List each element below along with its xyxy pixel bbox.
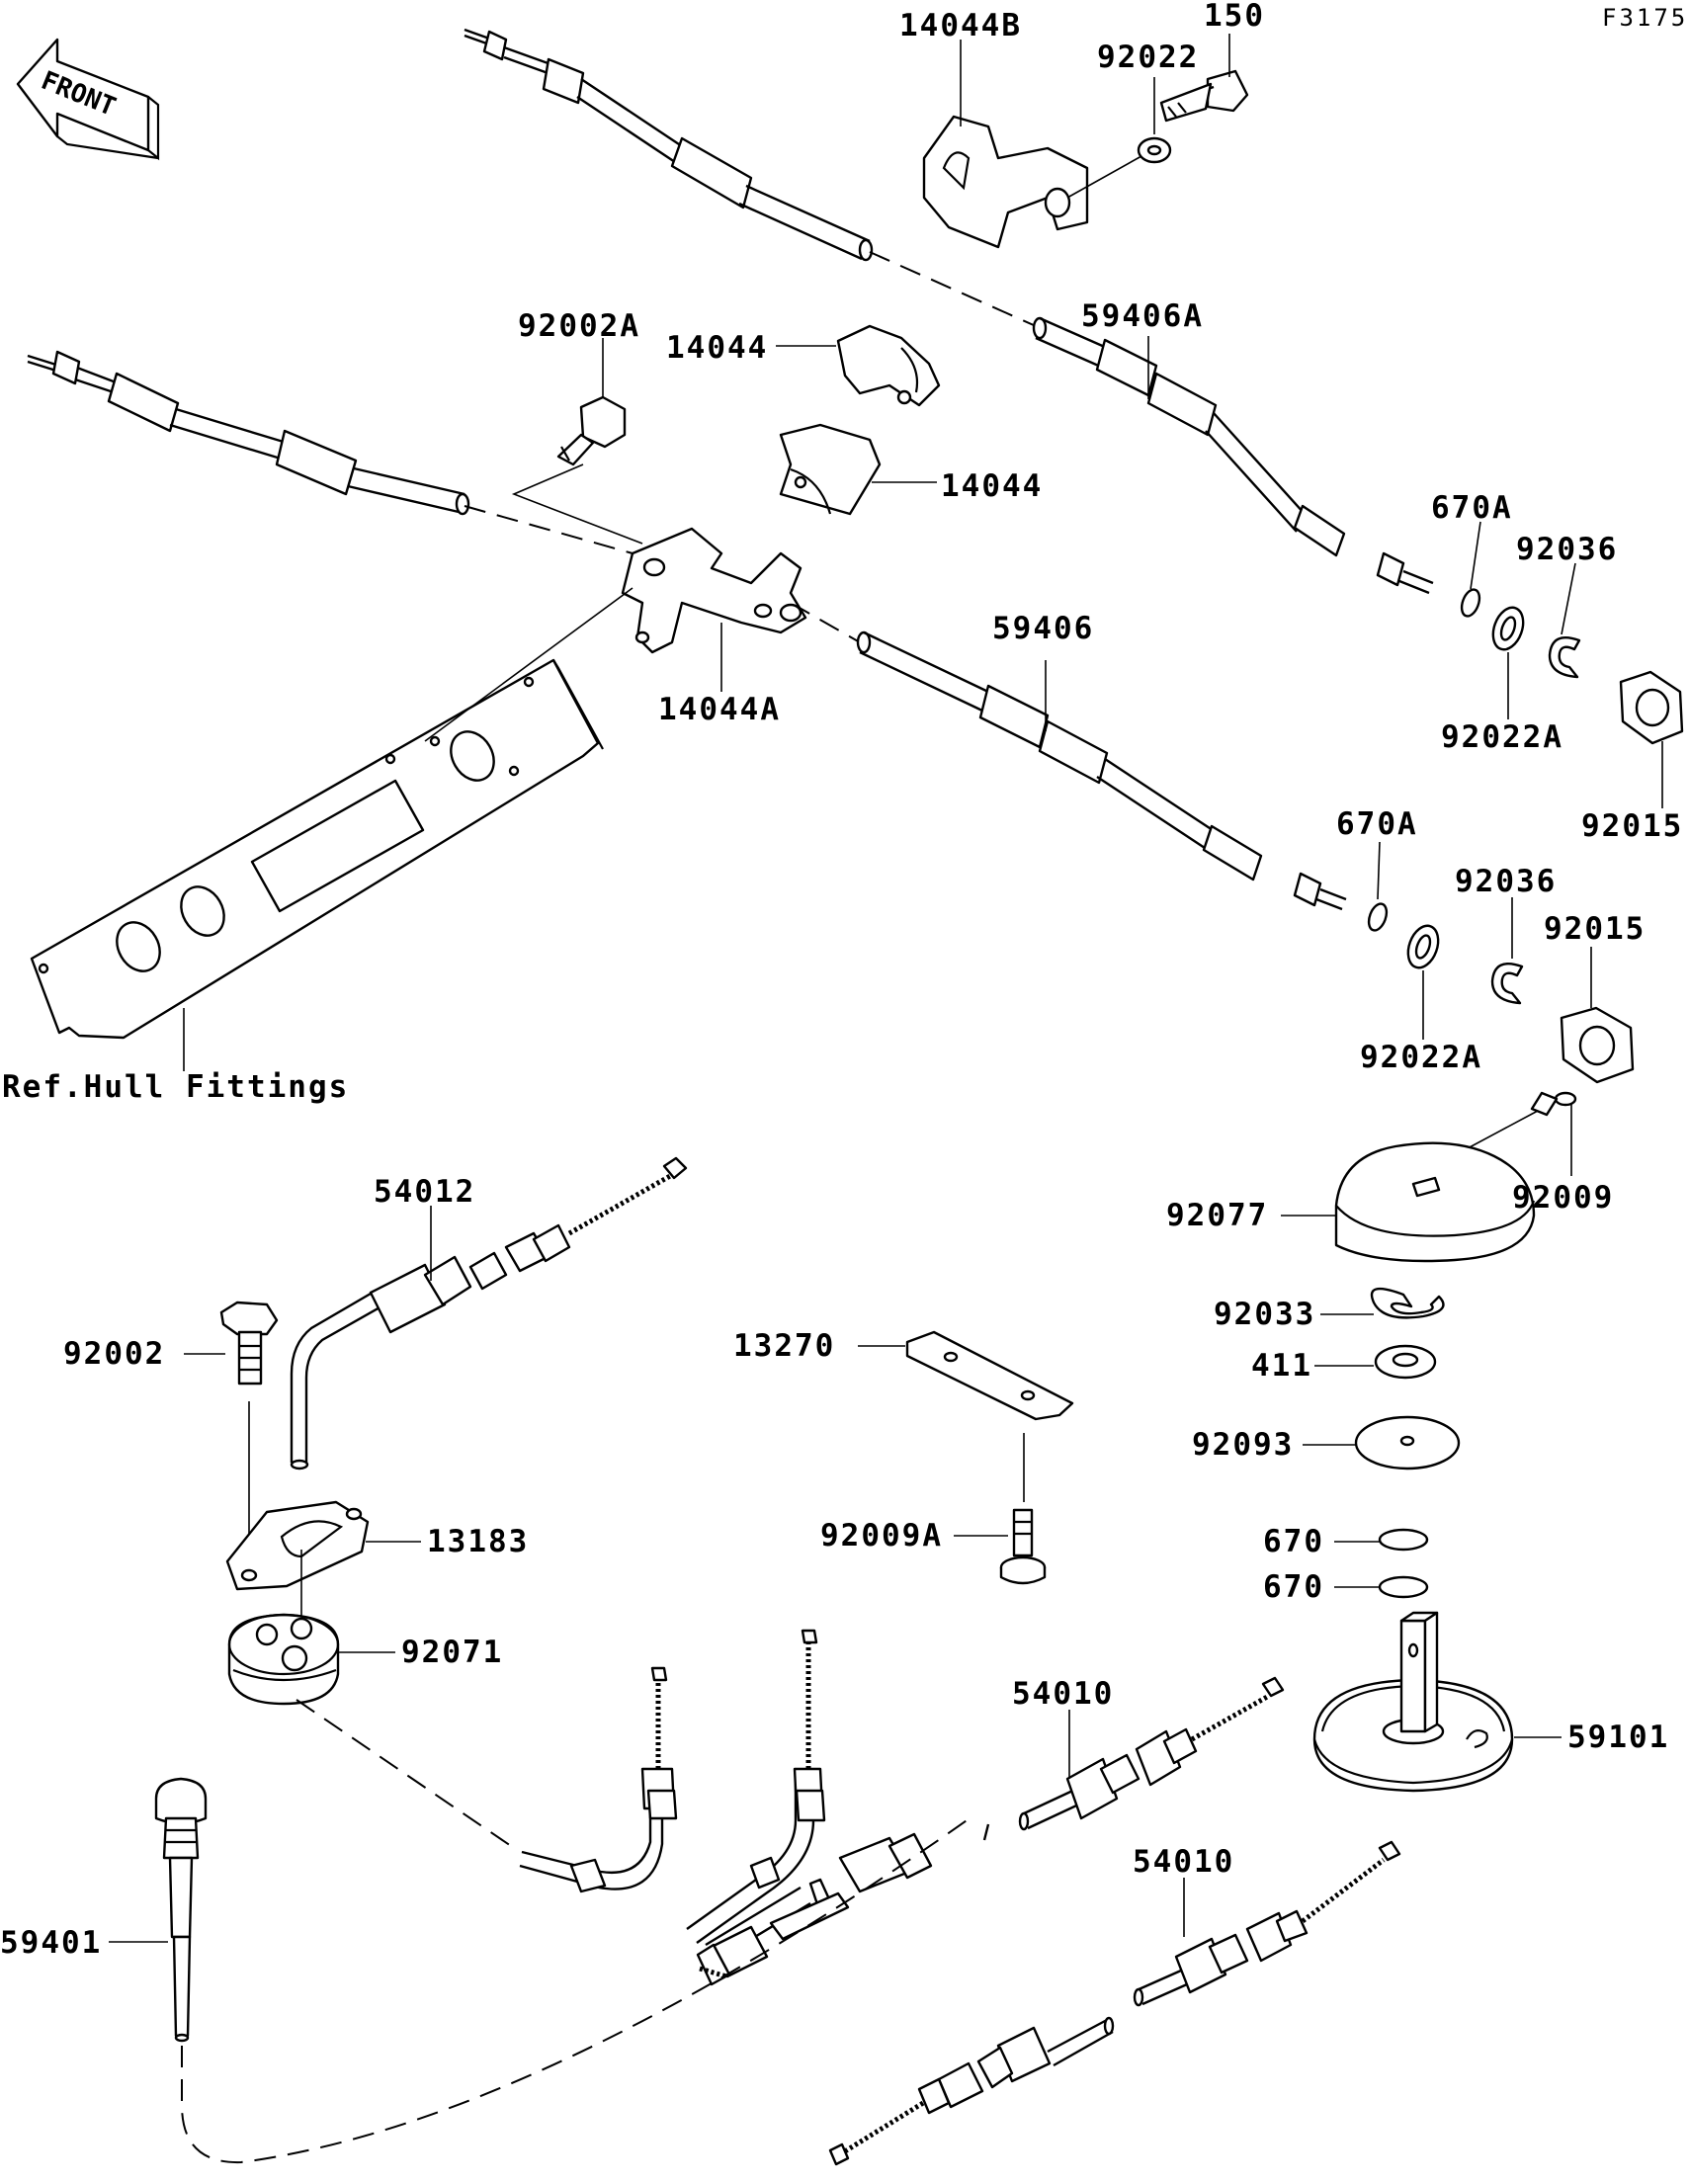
callout-92015-upper: 92015 <box>1581 808 1683 844</box>
leader-92002a-bolt <box>511 463 643 545</box>
steering-cable-59406a-front-section <box>1032 316 1434 595</box>
callout-92036-lower: 92036 <box>1455 864 1557 899</box>
bolt-92002a <box>556 395 627 466</box>
clip-92036-upper <box>1548 635 1581 679</box>
dash-line-grommet <box>296 1699 515 1849</box>
cable-assembly-center-bottom <box>696 1823 990 1986</box>
callout-14044a: 14044A <box>658 692 781 727</box>
leader-hull-to-bracket <box>424 587 633 742</box>
callout-59401: 59401 <box>0 1925 102 1961</box>
callout-92036-upper: 92036 <box>1516 532 1618 567</box>
bracket-14044b <box>922 115 1089 249</box>
callout-14044b: 14044B <box>899 8 1022 43</box>
bracket-14044a <box>621 527 807 654</box>
callout-14044-lower: 14044 <box>941 468 1043 504</box>
callout-92015-lower: 92015 <box>1544 911 1646 947</box>
steering-cable-59406a-rear-section <box>464 28 874 262</box>
callout-92077: 92077 <box>1166 1198 1268 1233</box>
callout-92009: 92009 <box>1512 1180 1614 1216</box>
callout-92093: 92093 <box>1192 1427 1294 1463</box>
washer-92022 <box>1137 136 1172 164</box>
throttle-cable-54010-lower <box>1133 1840 1401 2007</box>
callout-54010-upper: 54010 <box>1012 1676 1114 1712</box>
leader-92022 <box>1066 155 1142 199</box>
dash-line-59406a <box>869 251 1037 327</box>
callout-13183: 13183 <box>427 1524 529 1559</box>
callout-92022: 92022 <box>1097 40 1199 75</box>
callout-59406a: 59406A <box>1081 298 1204 334</box>
knob-92077 <box>1334 1141 1536 1263</box>
o-ring-670a-upper <box>1460 588 1481 618</box>
steering-cable-59406-front-section <box>856 630 1347 911</box>
bolt-150 <box>1159 69 1249 123</box>
throttle-cable-54010-upper <box>1018 1676 1285 1831</box>
clamp-14044-lower <box>779 423 882 516</box>
callout-54010-lower: 54010 <box>1133 1844 1234 1880</box>
choke-cable-54012 <box>290 1156 688 1470</box>
callout-14044-upper: 14044 <box>666 330 768 366</box>
throttle-cable-54010-bottom-copy <box>828 2016 1115 2166</box>
callout-411: 411 <box>1251 1348 1312 1384</box>
clip-92036-lower <box>1490 962 1524 1005</box>
nut-92015-lower <box>1560 1006 1635 1084</box>
screw-92009a <box>999 1508 1047 1585</box>
nut-92015-upper <box>1619 670 1684 745</box>
callout-59101: 59101 <box>1567 1720 1669 1755</box>
o-ring-670-lower <box>1378 1575 1429 1599</box>
o-ring-670-upper <box>1378 1528 1429 1552</box>
callout-92022a-lower: 92022A <box>1360 1040 1482 1075</box>
callout-150: 150 <box>1204 0 1265 34</box>
o-ring-670a-lower <box>1367 902 1389 932</box>
callout-54012: 54012 <box>374 1174 475 1210</box>
cable-assembly-center-right <box>686 1629 826 1944</box>
washer-92093 <box>1354 1415 1461 1470</box>
plate-13183 <box>225 1500 370 1591</box>
cable-assembly-center-left <box>519 1666 678 1893</box>
hull-fittings-panel <box>30 658 604 1040</box>
callout-59406: 59406 <box>992 611 1094 646</box>
callout-92022a-upper: 92022A <box>1441 719 1563 755</box>
front-direction-arrow: FRONT <box>16 38 160 161</box>
e-clip-92033 <box>1370 1287 1445 1319</box>
steering-cable-59406-rear-section <box>27 350 470 516</box>
washer-92022a-upper <box>1491 606 1525 651</box>
callout-13270: 13270 <box>733 1328 835 1364</box>
callout-92009a: 92009A <box>820 1518 943 1554</box>
callout-670a-lower: 670A <box>1336 806 1418 842</box>
callout-670-lower: 670 <box>1263 1569 1324 1605</box>
callout-670-upper: 670 <box>1263 1524 1324 1559</box>
screw-92009 <box>1530 1091 1577 1117</box>
washer-92022a-lower <box>1406 924 1440 969</box>
callout-92002a: 92002A <box>518 308 640 344</box>
grommet-92071 <box>227 1613 340 1706</box>
dash-line-choke <box>181 1815 973 2164</box>
callout-92002: 92002 <box>63 1336 165 1372</box>
bolt-92002 <box>219 1301 279 1386</box>
callout-92071: 92071 <box>401 1635 503 1670</box>
callout-670a-upper: 670A <box>1431 490 1513 526</box>
figure-code: F3175 <box>1602 4 1688 32</box>
choke-knob-59401 <box>154 1777 208 2043</box>
dash-line-59406-rear <box>464 505 633 554</box>
plate-13270 <box>905 1330 1074 1421</box>
clamp-14044-upper <box>836 324 941 407</box>
washer-411 <box>1374 1344 1437 1380</box>
callout-92033: 92033 <box>1214 1297 1315 1332</box>
leader-lines <box>109 34 1663 1943</box>
callout-ref-hull-fittings: Ref.Hull Fittings <box>2 1069 349 1105</box>
dash-line-59406-front <box>790 602 861 643</box>
base-59101 <box>1312 1611 1514 1793</box>
